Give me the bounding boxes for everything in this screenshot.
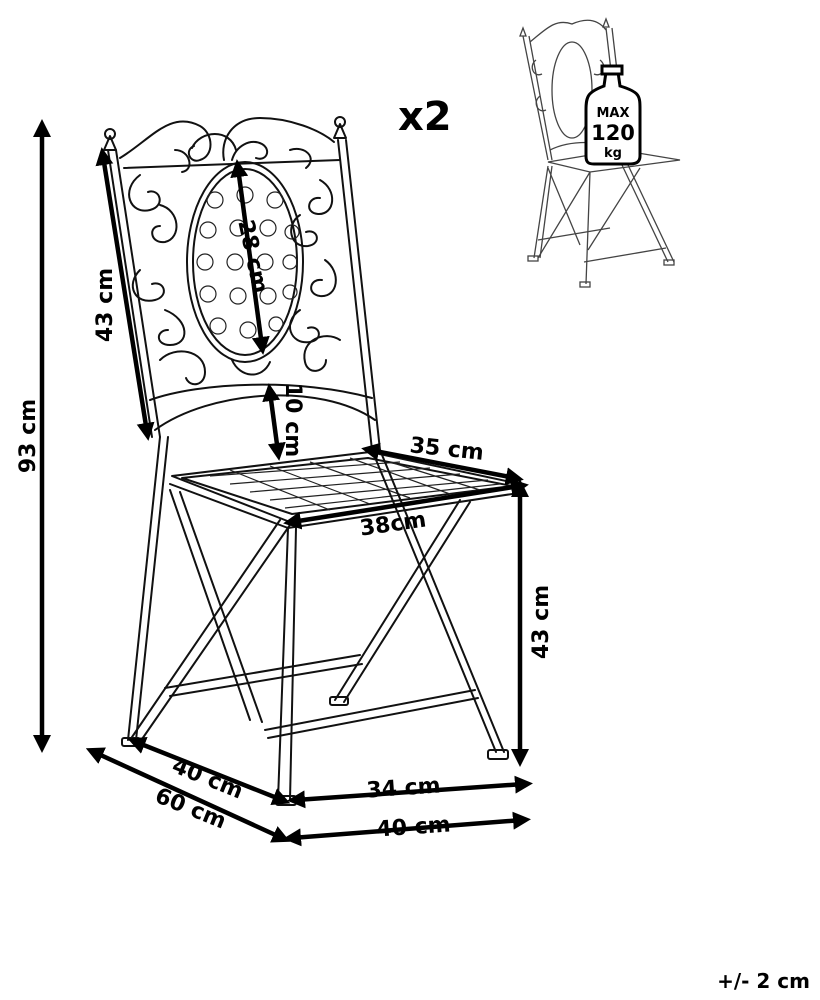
label-width-total: 40 cm [376, 812, 452, 842]
dim-seat-width [283, 478, 529, 530]
max-load-badge: MAX 120 kg [584, 64, 642, 166]
dim-depth-total [85, 747, 291, 843]
badge-unit-text: kg [604, 146, 622, 161]
tolerance-label: +/- 2 cm [717, 969, 810, 993]
label-total-height: 93 cm [16, 399, 41, 473]
dim-leg-width [287, 775, 533, 809]
badge-max-text: MAX [596, 106, 629, 121]
dim-gap-height [262, 383, 286, 461]
badge-value-text: 120 [591, 121, 635, 145]
dim-backrest-height [95, 147, 155, 441]
quantity-label: x2 [398, 94, 452, 140]
dimension-labels: 93 cm 43 cm 28 cm 10 cm 35 cm 38cm 43 cm… [16, 218, 554, 843]
label-leg-width: 34 cm [366, 773, 442, 803]
weight-icon [584, 70, 642, 166]
dim-oval-height [230, 159, 270, 355]
label-seat-width: 38cm [358, 508, 427, 542]
label-backrest-height: 43 cm [93, 268, 118, 342]
dim-seat-depth-top [361, 442, 524, 486]
dimension-lines [33, 119, 533, 847]
label-oval-height: 28 cm [232, 218, 272, 296]
thumbnail-chair [519, 17, 681, 288]
label-seat-height: 43 cm [529, 585, 554, 659]
dim-width-total [283, 811, 531, 847]
label-gap-height: 10 cm [280, 383, 305, 457]
